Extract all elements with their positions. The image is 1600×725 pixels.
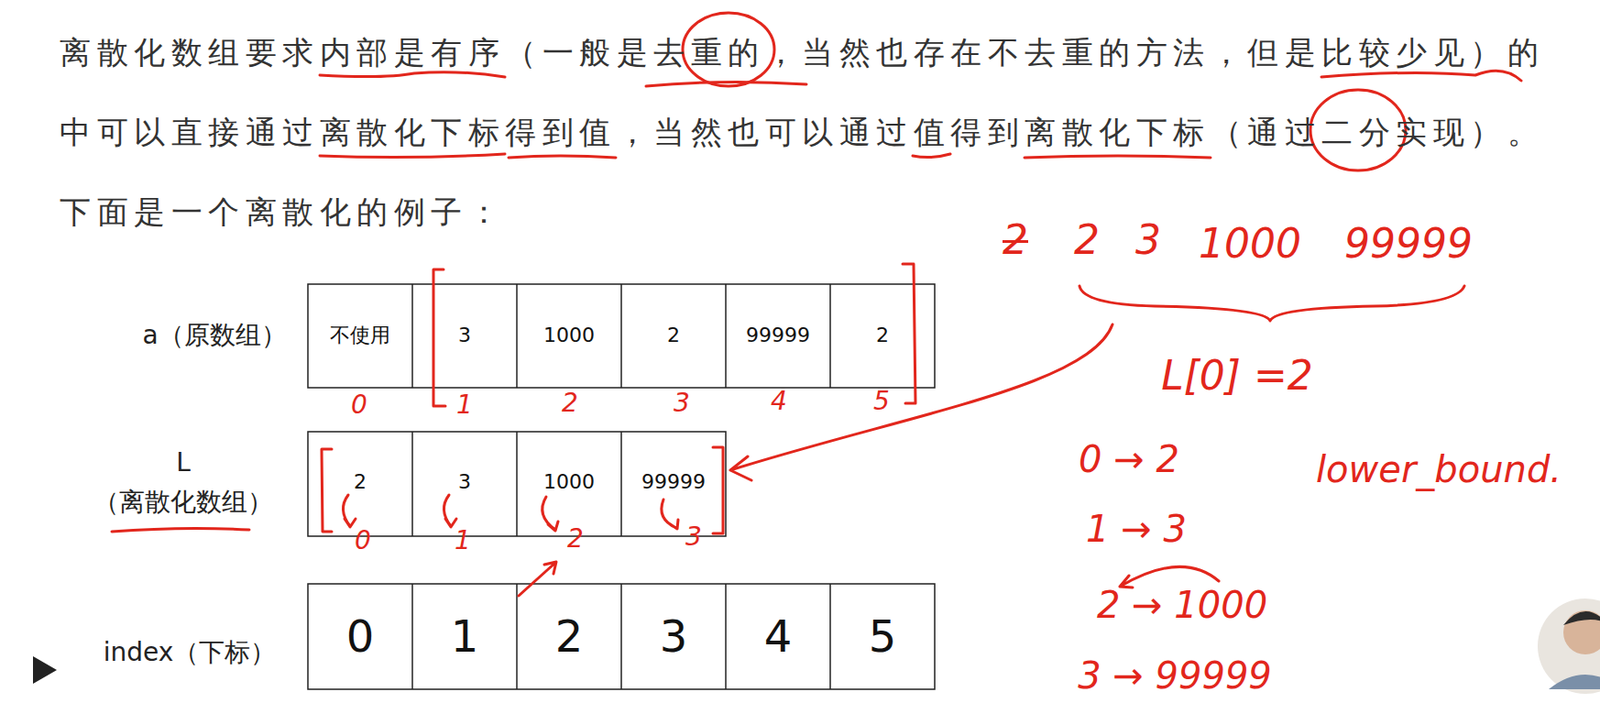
row-label: a（原数组） [142, 320, 286, 351]
play-icon [32, 656, 57, 684]
red-annotations [111, 12, 1522, 596]
handwritten-index: 5 [873, 386, 890, 417]
handwritten-value: 2 [1073, 217, 1100, 264]
handwritten-index: 0 [354, 526, 372, 556]
handwritten-index: 1 [454, 526, 472, 556]
array-grid [307, 284, 935, 690]
handwritten-value: 1000 [1198, 220, 1302, 268]
row-label: index（下标） [103, 637, 277, 668]
handwritten-value: 3 [1135, 217, 1162, 264]
presenter-avatar [1537, 598, 1600, 694]
table-cell: 1000 [543, 470, 595, 494]
handwritten-mapping: 0 → 2 [1078, 438, 1180, 481]
handwritten-note: lower_bound. [1315, 448, 1562, 491]
handwritten-index: 4 [770, 386, 788, 417]
table-cell: 1000 [543, 323, 595, 347]
table-cell: 不使用 [329, 323, 391, 347]
index-cell: 0 [346, 611, 375, 662]
handwritten-index: 3 [685, 522, 702, 552]
index-cell: 1 [450, 611, 480, 662]
handwritten-note: L[0] =2 [1161, 352, 1314, 400]
table-cell: 99999 [641, 470, 706, 494]
index-cell: 2 [555, 611, 584, 662]
intro-text: 中可以直接通过离散化下标得到值，当然也可以通过值得到离散化下标（通过二分实现）。 [59, 114, 1545, 151]
handwritten-mapping: 2 → 1000 [1096, 583, 1268, 626]
handwritten-mapping: 1 → 3 [1085, 507, 1187, 550]
handwritten-index: 1 [456, 390, 473, 420]
table-cell: 3 [458, 470, 472, 494]
handwritten-value: 2 [1002, 217, 1029, 264]
handwritten-value: 99999 [1344, 220, 1473, 268]
handwritten-index: 2 [567, 524, 584, 554]
table-cell: 2 [353, 470, 367, 494]
handwritten-index: 0 [350, 390, 368, 420]
intro-text: 离散化数组要求内部是有序（一般是去重的，当然也存在不去重的方法，但是比较少见）的 [59, 34, 1545, 71]
table-cell: 2 [667, 323, 680, 347]
handwritten-index: 3 [673, 388, 691, 418]
table-cell: 99999 [745, 323, 811, 347]
index-cell: 3 [659, 611, 689, 662]
row-label: L [175, 448, 191, 478]
table-cell: 2 [876, 323, 889, 347]
handwritten-mapping: 3 → 99999 [1077, 654, 1272, 697]
index-cell: 5 [868, 611, 898, 662]
intro-text: 下面是一个离散化的例子： [59, 194, 505, 231]
table-cell: 3 [458, 323, 472, 347]
index-cell: 4 [764, 611, 793, 662]
row-label: （离散化数组） [93, 487, 274, 517]
handwritten-index: 2 [561, 388, 579, 418]
